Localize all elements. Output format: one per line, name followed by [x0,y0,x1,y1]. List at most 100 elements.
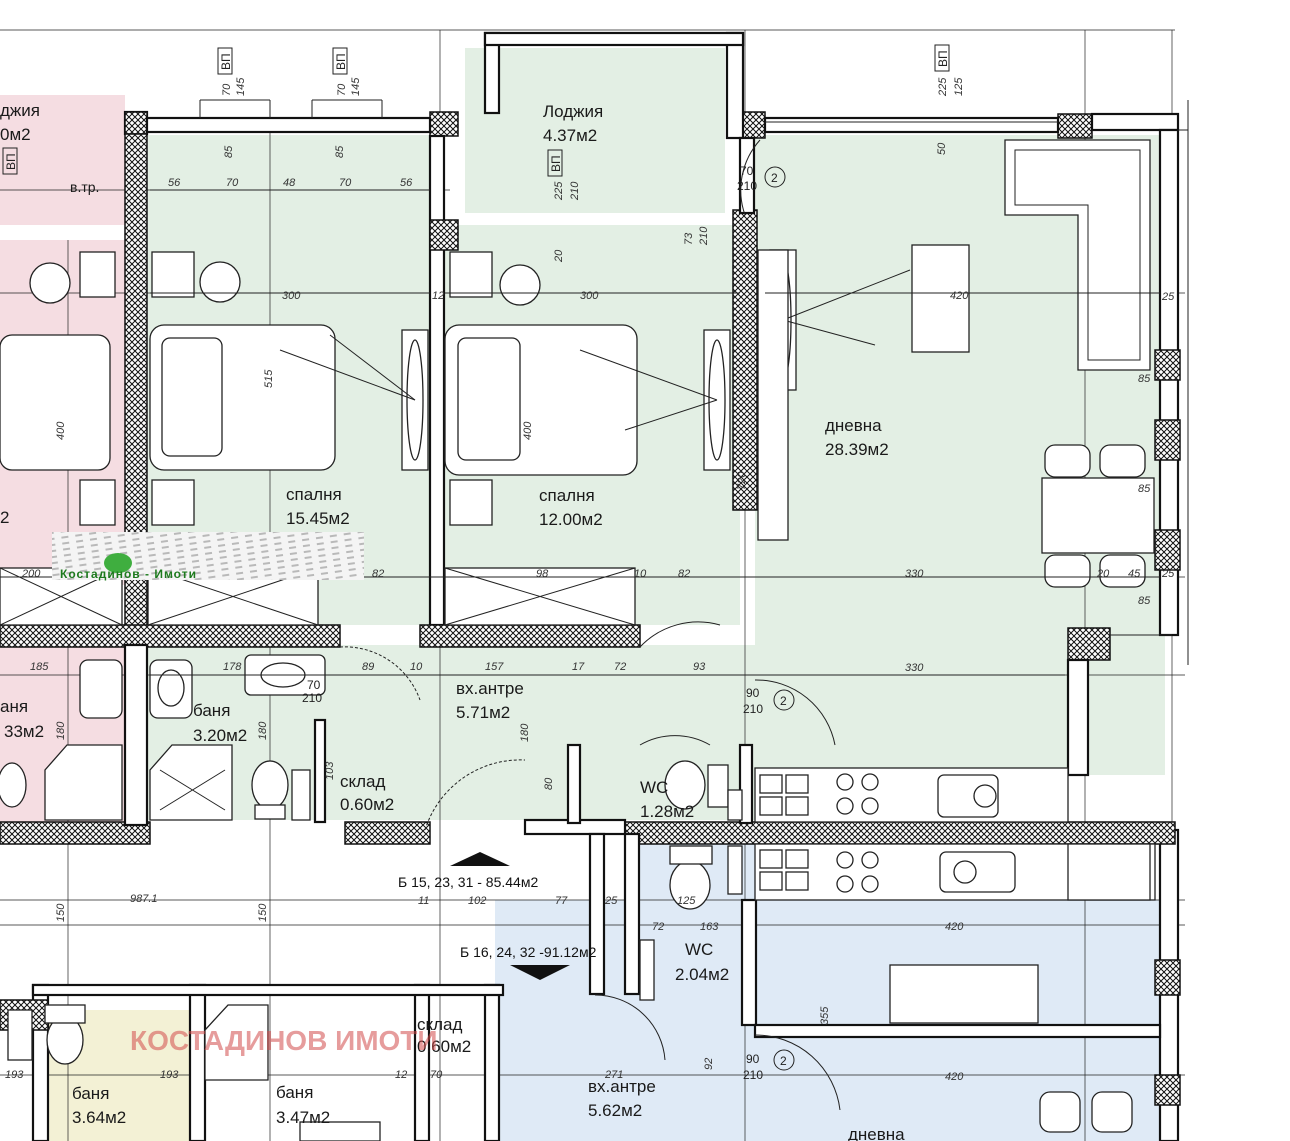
svg-text:ВП: ВП [334,53,348,70]
svg-text:145: 145 [235,77,247,96]
dining-table [1041,477,1155,554]
door-tags: 2 70 210 2 90 210 2 90 210 70 210 ВП ВП … [2,44,950,1082]
room-area-wc-2: 2.04м2 [675,965,729,984]
svg-text:85: 85 [1138,595,1151,607]
svg-text:98: 98 [536,568,549,580]
door-swings [339,139,841,1111]
svg-text:210: 210 [743,1068,763,1082]
apartment-markers: Б 15, 23, 31 - 85.44м2 Б 16, 24, 32 -91.… [398,852,597,980]
svg-text:515: 515 [263,369,275,388]
svg-text:80: 80 [543,777,555,790]
nightstand-1a [151,251,195,298]
svg-text:210: 210 [743,702,763,716]
room-area-bath-1: 3.20м2 [193,726,247,745]
svg-text:2: 2 [771,171,778,185]
svg-text:225: 225 [553,181,565,201]
svg-text:90: 90 [746,686,760,700]
arrow-up-apt-a [450,852,510,866]
svg-text:56: 56 [400,177,413,189]
svg-text:103: 103 [324,761,336,780]
svg-text:70: 70 [221,83,233,96]
svg-text:2: 2 [780,694,787,708]
svg-text:90: 90 [746,1052,760,1066]
room-label-storage-2: склад [417,1015,463,1034]
svg-text:70: 70 [307,678,321,692]
svg-text:82: 82 [372,568,384,580]
svg-text:180: 180 [257,721,269,740]
svg-text:93: 93 [693,661,706,673]
svg-text:ВП: ВП [936,50,950,67]
svg-text:72: 72 [614,661,626,673]
svg-text:987.1: 987.1 [130,893,158,905]
svg-text:125: 125 [677,895,696,907]
fill-loggia [465,48,725,213]
room-area-bedroom-1: 15.45м2 [286,509,350,528]
svg-text:10: 10 [634,568,647,580]
svg-text:11: 11 [418,895,429,907]
svg-text:17: 17 [572,661,585,673]
watermark-logo: Костадинов - Имоти [52,532,364,581]
room-area-storage-2: 0.60м2 [417,1037,471,1056]
room-area-bath-2: 3.64м2 [72,1108,126,1127]
svg-text:70: 70 [430,1069,443,1081]
logo-text: Костадинов - Имоти [60,567,197,581]
svg-text:420: 420 [945,1071,964,1083]
svg-text:82: 82 [678,568,690,580]
room-area-storage-1: 0.60м2 [340,795,394,814]
svg-text:125: 125 [953,77,965,96]
svg-text:70: 70 [226,177,239,189]
room-label-wc-1: WC [640,778,668,797]
room-area-bedroom-2: 12.00м2 [539,510,603,529]
svg-text:20: 20 [1096,568,1110,580]
svg-text:85: 85 [223,145,235,158]
room-label-loggia: Лоджия [543,102,603,121]
room-label-bedroom-2: спалня [539,486,595,505]
room-label-wc-2: WC [685,940,713,959]
svg-text:50: 50 [936,142,948,155]
svg-text:720: 720 [736,471,748,490]
room-label-living-2: дневна [848,1125,905,1141]
room-label-hall-1: вх.антре [456,679,524,698]
svg-text:210: 210 [698,226,710,246]
room-label-neighbor-bath: аня [0,697,28,716]
svg-text:ВП: ВП [4,153,18,170]
svg-text:102: 102 [468,895,486,907]
svg-text:10: 10 [410,661,423,673]
room-area-neighbor-loggia: 0м2 [0,125,31,144]
svg-text:210: 210 [737,179,757,193]
svg-text:12: 12 [432,290,444,302]
lamp-1 [199,261,241,303]
svg-text:150: 150 [55,903,67,922]
svg-text:180: 180 [55,721,67,740]
svg-text:85: 85 [1138,373,1151,385]
svg-text:330: 330 [905,662,924,674]
room-area-neighbor-bed: 2 [0,508,9,527]
walls [0,31,1181,1141]
nightstand-1b [151,479,195,526]
room-label-bedroom-1: спалня [286,485,342,504]
svg-text:400: 400 [55,421,67,440]
svg-text:163: 163 [700,921,719,933]
room-label-closet: в.тр. [70,179,99,195]
svg-text:355: 355 [819,1006,831,1025]
svg-text:56: 56 [168,177,181,189]
room-area-loggia: 4.37м2 [543,126,597,145]
fill-neighbor-loggia [0,95,125,225]
room-area-wc-1: 1.28м2 [640,802,694,821]
svg-text:70: 70 [740,164,754,178]
svg-text:73: 73 [683,232,695,245]
svg-text:85: 85 [1138,483,1151,495]
svg-text:330: 330 [905,568,924,580]
svg-text:92: 92 [703,1058,715,1070]
room-label-neighbor-loggia: джия [0,101,40,120]
room-labels: джия 0м2 в.тр. 2 аня 33м2 Лоджия 4.37м2 … [0,101,905,1141]
svg-text:20: 20 [553,249,565,263]
svg-text:185: 185 [30,661,49,673]
svg-text:157: 157 [485,661,504,673]
room-area-hall-2: 5.62м2 [588,1101,642,1120]
room-label-living: дневна [825,416,882,435]
apartment-a-label: Б 15, 23, 31 - 85.44м2 [398,874,538,890]
svg-text:72: 72 [652,921,664,933]
svg-text:12: 12 [395,1069,407,1081]
svg-text:85: 85 [334,145,346,158]
